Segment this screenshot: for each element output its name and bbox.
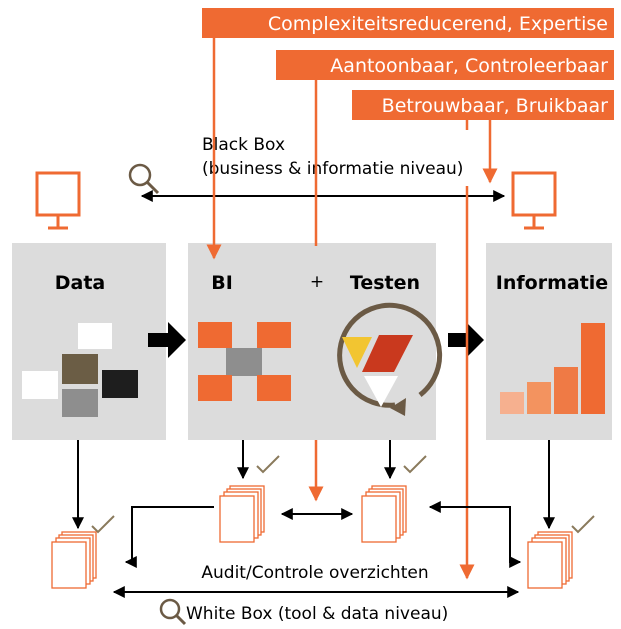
blackbox-label-line2: (business & informatie niveau) [202,159,463,179]
document-stack-icon-bi [219,485,265,543]
testen-cycle-icon [337,302,443,416]
banner-controleerbaar: Aantoonbaar, Controleerbaar [276,50,614,80]
document-stack-icon-testen [361,485,407,543]
bi-title: BI [211,272,233,294]
flow-arrow-data-bi [148,322,186,358]
document-stack-icon-data [51,531,97,589]
checkmark-icon-testen [403,455,427,473]
whitebox-label: White Box (tool & data niveau) [186,604,448,624]
informatie-bars-icon [500,323,605,414]
banner-expertise-label: Complexiteitsreducerend, Expertise [268,13,608,35]
banner-bruikbaar-label: Betrouwbaar, Bruikbaar [382,95,609,117]
banner-controleerbaar-label: Aantoonbaar, Controleerbaar [330,55,608,77]
blackbox-label-line1: Black Box [202,135,285,155]
banner-bruikbaar: Betrouwbaar, Bruikbaar [352,90,614,120]
checkmark-icon-data [91,515,115,533]
plus-sign: + [310,272,324,292]
testen-title: Testen [350,272,420,294]
banner-expertise: Complexiteitsreducerend, Expertise [202,8,614,38]
audit-label: Audit/Controle overzichten [201,563,428,583]
checkmark-icon-informatie [571,515,595,533]
magnifier-icon-bottom [159,598,187,626]
document-stack-icon-informatie [527,531,573,589]
monitor-icon-left [35,171,81,230]
data-blocks-icon [22,323,138,417]
bi-blocks-icon [198,322,291,401]
checkmark-icon-bi [256,455,280,473]
magnifier-icon [128,163,160,195]
monitor-icon-right [511,171,557,230]
informatie-title: Informatie [496,272,608,294]
connector-data-bi [124,506,214,568]
connector-testen-informatie [428,501,522,568]
data-title: Data [55,272,106,294]
